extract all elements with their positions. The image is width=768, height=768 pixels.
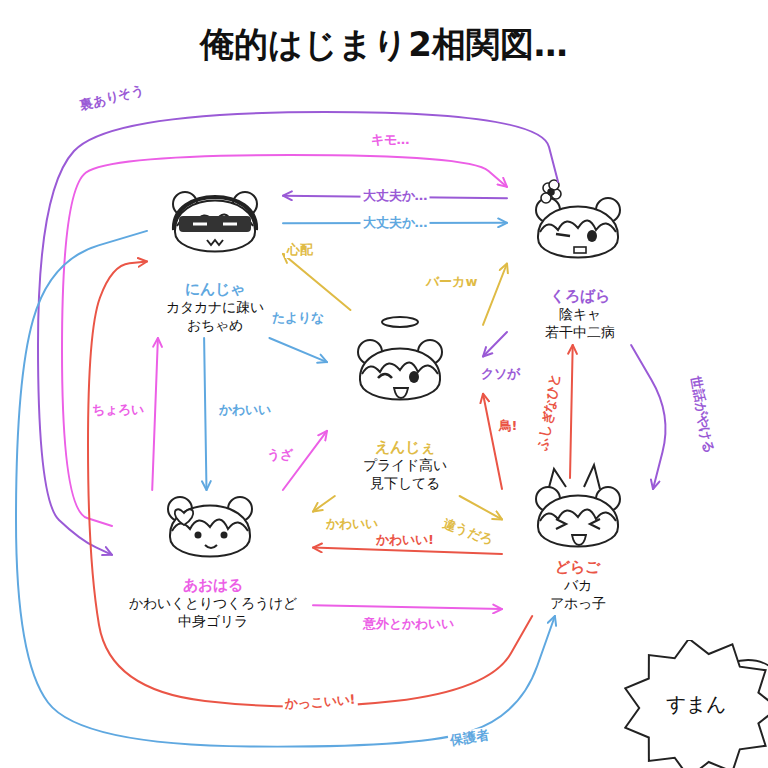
relation-label: 大丈夫か… — [361, 188, 430, 204]
relation-label: 世話がやける — [687, 373, 717, 457]
relation-arrow — [570, 345, 573, 478]
relation-label: 鳥! — [497, 418, 520, 434]
relation-label: 大丈夫か… — [361, 215, 430, 231]
relation-arrow — [283, 254, 350, 310]
character-name: えんじぇ — [327, 438, 483, 456]
relation-label: 意外とかわいい — [361, 616, 456, 632]
relation-arrow — [313, 548, 502, 554]
relation-label: たよりな — [270, 310, 326, 326]
relation-label: 保護者 — [447, 726, 492, 749]
relation-arrow — [631, 345, 665, 489]
relation-arrow — [313, 605, 502, 609]
relation-arrow — [204, 338, 206, 490]
relation-arrow — [313, 496, 335, 512]
relation-arrow — [483, 394, 502, 489]
ninja-face — [173, 192, 257, 252]
bubble-shape — [625, 640, 768, 768]
relation-label: うざ — [265, 447, 295, 463]
character-description: カタカナに疎い おちゃめ — [160, 298, 270, 334]
relation-arrow — [16, 231, 555, 747]
relation-label: 裏ありそう — [77, 82, 148, 114]
relation-arrow — [269, 338, 327, 362]
bubble-text: すまん — [666, 692, 726, 716]
kurobara-face — [536, 180, 620, 258]
relation-arrow — [483, 332, 507, 357]
relation-arrow — [88, 262, 532, 707]
relation-arrow — [483, 264, 507, 325]
relation-label: ちょろい — [90, 402, 146, 418]
relation-label: 心配 — [285, 242, 315, 258]
speech-bubble: すまん — [624, 640, 768, 768]
relation-label: 違うだろ — [439, 515, 497, 549]
character-description: かわいくとりつくろうけど 中身ゴリラ — [118, 594, 308, 630]
enje-face — [358, 317, 442, 400]
aoharu-face — [168, 497, 252, 557]
dorago-face — [536, 465, 620, 547]
character-name: どらご — [502, 558, 653, 576]
relation-label: バーカw — [424, 274, 479, 290]
relation-label: ふしぎなひと — [534, 370, 564, 454]
relation-label: かわいい — [324, 516, 380, 532]
character-description: プライド高い 見下してる — [355, 456, 455, 492]
character-node: くろばら陰キャ 若干中二病 — [507, 182, 653, 345]
relation-arrow — [38, 112, 558, 555]
relation-label: かわいい! — [374, 532, 436, 548]
character-node: どらごバカ アホっ子 — [502, 478, 653, 616]
character-node: あおはるかわいくとりつくろうけど 中身ゴリラ — [112, 490, 313, 634]
relation-label: クソが — [479, 366, 522, 382]
character-node: にんじゃカタカナに疎い おちゃめ — [147, 185, 283, 338]
character-description: バカ アホっ子 — [543, 576, 613, 612]
diagram-title: 俺的はじまり2相関図… — [0, 22, 768, 66]
character-name: あおはる — [112, 576, 313, 594]
relation-label: かわいい — [217, 402, 273, 418]
character-name: くろばら — [507, 287, 653, 305]
character-name: にんじゃ — [147, 280, 283, 298]
character-description: 陰キャ 若干中二病 — [535, 305, 625, 341]
relation-arrow — [62, 155, 507, 526]
relation-label: かっこいい! — [282, 691, 358, 712]
relation-label: キモ… — [369, 132, 412, 148]
character-node: えんじぇプライド高い 見下してる — [327, 310, 483, 496]
relation-arrow — [152, 338, 158, 490]
relation-arrow — [460, 496, 502, 519]
